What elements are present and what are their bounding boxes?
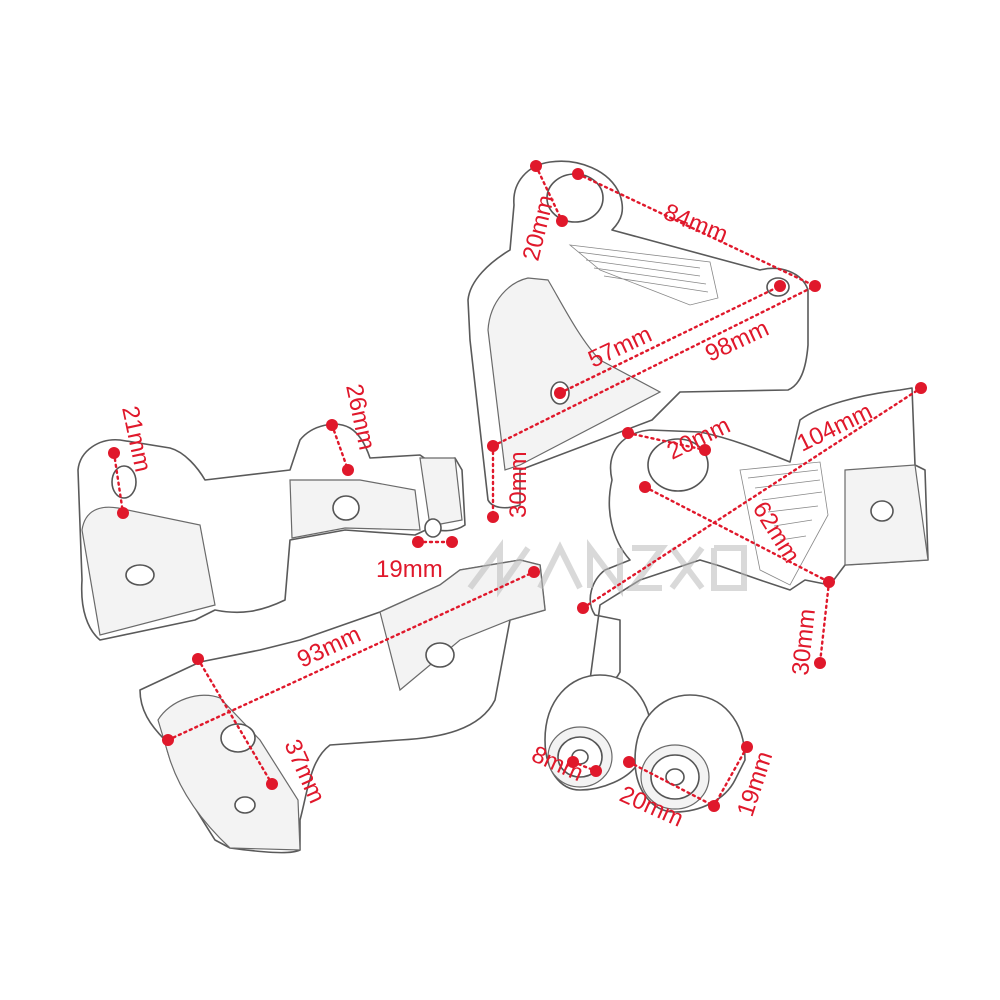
dim-label-left-tab: 19mm [376,556,443,583]
dim-line-top-overall [491,284,817,448]
watermark-logo [467,539,747,598]
dim-point [741,741,753,753]
dim-point [577,602,589,614]
dim-point [528,566,540,578]
dim-point [554,387,566,399]
dim-line-bottom-height [196,657,274,786]
dim-label-top-hole-span: 84mm [660,199,732,249]
dim-point [622,427,634,439]
dim-line-right-height [818,580,831,665]
dim-line-top-hole-dia [534,164,564,223]
dim-point [699,444,711,456]
dim-point [708,800,720,812]
dim-line-top-mount-hole [558,284,782,395]
dim-point [823,576,835,588]
dim-point [108,447,120,459]
dim-point [342,464,354,476]
dim-line-right-overall [581,386,923,610]
dim-line-bearing-width [712,745,749,808]
dim-point [639,481,651,493]
dim-point [530,160,542,172]
dim-point [623,756,635,768]
dim-point [117,507,129,519]
bearing-right [634,694,746,813]
dim-point [567,756,579,768]
dim-line-top-hole-span [576,172,817,288]
dim-point [326,419,338,431]
dim-line-bearing-outer [627,760,716,808]
top-bracket [467,160,809,509]
dim-point [809,280,821,292]
dim-point [590,765,602,777]
dim-point [814,657,826,669]
dimension-lines [112,164,923,808]
dim-line-right-hole-dia [626,431,707,452]
dim-point [774,280,786,292]
dim-label-top-height: 30mm [505,451,532,518]
dim-line-left-hole-b [330,423,350,472]
dim-line-right-mount-hole [643,485,831,584]
left-bracket [77,423,466,641]
dim-point [162,734,174,746]
dim-point [487,511,499,523]
dim-point [266,778,278,790]
dim-point [572,168,584,180]
dimension-points [108,160,927,812]
dim-point [487,440,499,452]
dim-point [556,215,568,227]
dim-point [446,536,458,548]
dim-point [192,653,204,665]
right-bracket [589,387,929,685]
dim-line-left-hole-a [112,451,125,515]
dim-point [915,382,927,394]
dim-point [412,536,424,548]
